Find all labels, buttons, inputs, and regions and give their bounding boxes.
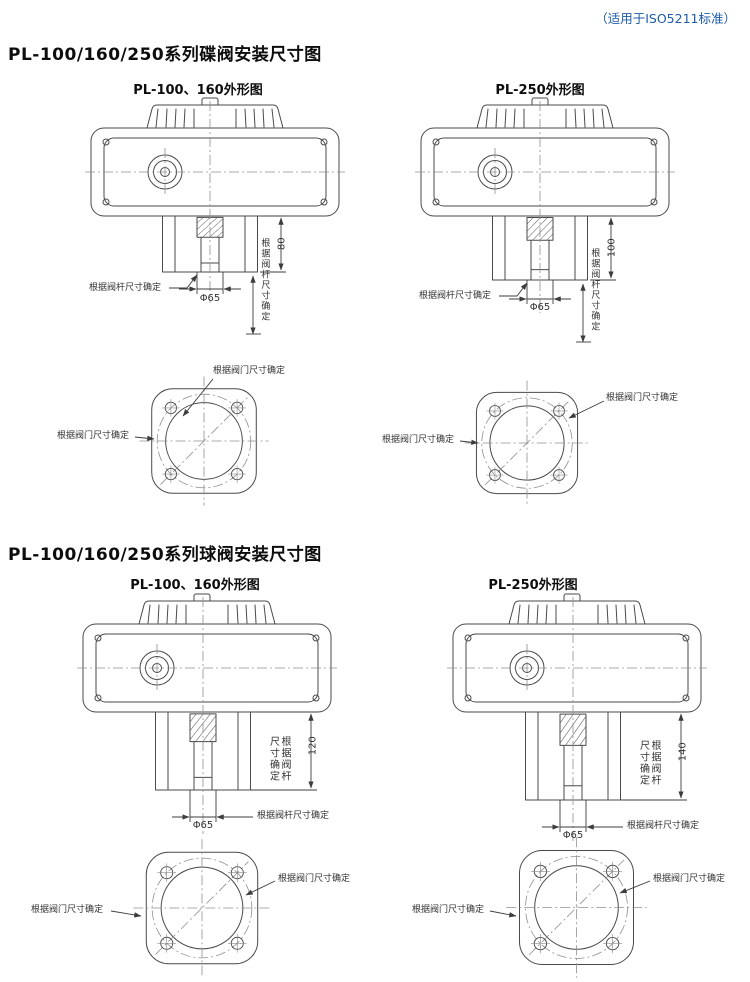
valve-size-note-left: 根据阀门尺寸确定: [412, 905, 485, 915]
stem-note: 根据阀杆尺寸确定: [89, 283, 162, 293]
bracket-height-dim: 120: [307, 736, 319, 756]
flange-drawing-svg: [15, 838, 365, 978]
stem-note: 根据阀杆尺寸确定: [627, 821, 700, 831]
phi65-dim: Φ65: [562, 830, 584, 841]
ball-section-title: PL-100/160/250系列球阀安装尺寸图: [8, 545, 322, 565]
bracket-height-dim: 140: [677, 742, 689, 762]
flange-drawing-svg: [390, 836, 740, 979]
bracket-height-dim: 80: [276, 237, 288, 251]
valve-size-note-left: 根据阀门尺寸确定: [57, 431, 130, 441]
dimension-lines: [172, 712, 317, 822]
actuator-outline: [76, 593, 338, 834]
flange-drawing-svg: [55, 376, 269, 506]
dimension-lines: [542, 712, 687, 832]
valve-size-note-left: 根据阀门尺寸确定: [31, 905, 104, 915]
dimension-lines: [169, 216, 286, 335]
actuator-outline: [414, 97, 676, 313]
stem-note-vertical: 根据阀杆尺寸确定: [259, 238, 270, 322]
leader-lines: [111, 881, 275, 918]
leader-lines: [460, 401, 604, 445]
butterfly-left-actuator-drawing: 80 根据阀杆尺寸确定 根据阀杆尺寸确定 Φ65: [84, 97, 346, 348]
leader-lines: [490, 881, 650, 918]
ball-right-actuator-drawing: 140 根据阀杆尺寸确定 Φ65 根据阀杆尺寸确定: [445, 593, 750, 859]
phi65-dim: Φ65: [192, 820, 214, 831]
flange-view: [505, 836, 648, 979]
stem-note-vertical: 根据阀杆尺寸确定: [637, 740, 661, 786]
phi65-dim: Φ65: [529, 302, 551, 313]
valve-size-note-right: 根据阀门尺寸确定: [278, 874, 351, 884]
actuator-drawing-svg: [446, 593, 708, 859]
actuator-outline: [446, 593, 708, 844]
butterfly-right-flange-drawing: 根据阀门尺寸确定 根据阀门尺寸确定: [380, 372, 710, 520]
iso-standard-note: （适用于ISO5211标准）: [595, 11, 736, 26]
stem-note: 根据阀杆尺寸确定: [419, 291, 492, 301]
leader-lines: [135, 379, 213, 441]
flange-view: [139, 376, 269, 506]
ball-right-subtitle: PL-250外形图: [488, 578, 578, 593]
actuator-drawing-svg: [84, 97, 346, 335]
ball-left-flange-drawing: 根据阀门尺寸确定 根据阀门尺寸确定: [15, 833, 365, 982]
flange-drawing-svg: [380, 380, 710, 506]
butterfly-right-subtitle: PL-250外形图: [495, 83, 585, 98]
actuator-top-view: [446, 593, 708, 713]
ball-left-actuator-drawing: 120 根据阀杆尺寸确定 Φ65 根据阀杆尺寸确定: [75, 593, 390, 854]
ball-right-flange-drawing: 根据阀门尺寸确定 根据阀门尺寸确定: [390, 833, 740, 982]
butterfly-right-actuator-drawing: 100 根据阀杆尺寸确定 根据阀杆尺寸确定 Φ65: [414, 97, 680, 353]
ball-left-subtitle: PL-100、160外形图: [130, 578, 260, 593]
actuator-outline: [84, 97, 346, 303]
butterfly-left-flange-drawing: 根据阀门尺寸确定 根据阀门尺寸确定: [55, 366, 305, 518]
valve-size-note-right: 根据阀门尺寸确定: [653, 874, 726, 884]
flange-view: [132, 838, 272, 978]
stem-note: 根据阀杆尺寸确定: [257, 811, 330, 821]
actuator-top-view: [84, 97, 346, 217]
actuator-top-view: [414, 97, 676, 217]
flange-view: [464, 380, 590, 506]
butterfly-left-subtitle: PL-100、160外形图: [133, 83, 263, 98]
valve-size-note-left: 根据阀门尺寸确定: [382, 435, 455, 445]
butterfly-section-title: PL-100/160/250系列碟阀安装尺寸图: [8, 45, 322, 65]
valve-size-note-right: 根据阀门尺寸确定: [606, 393, 679, 403]
stem-note-vertical: 根据阀杆尺寸确定: [267, 736, 291, 782]
bracket-height-dim: 100: [606, 238, 618, 258]
dimension-lines: [499, 216, 616, 343]
valve-size-note-top: 根据阀门尺寸确定: [213, 366, 286, 376]
stem-note-vertical: 根据阀杆尺寸确定: [589, 248, 600, 332]
actuator-drawing-svg: [414, 97, 676, 343]
actuator-drawing-svg: [76, 593, 338, 854]
actuator-top-view: [76, 593, 338, 713]
phi65-dim: Φ65: [199, 293, 221, 304]
